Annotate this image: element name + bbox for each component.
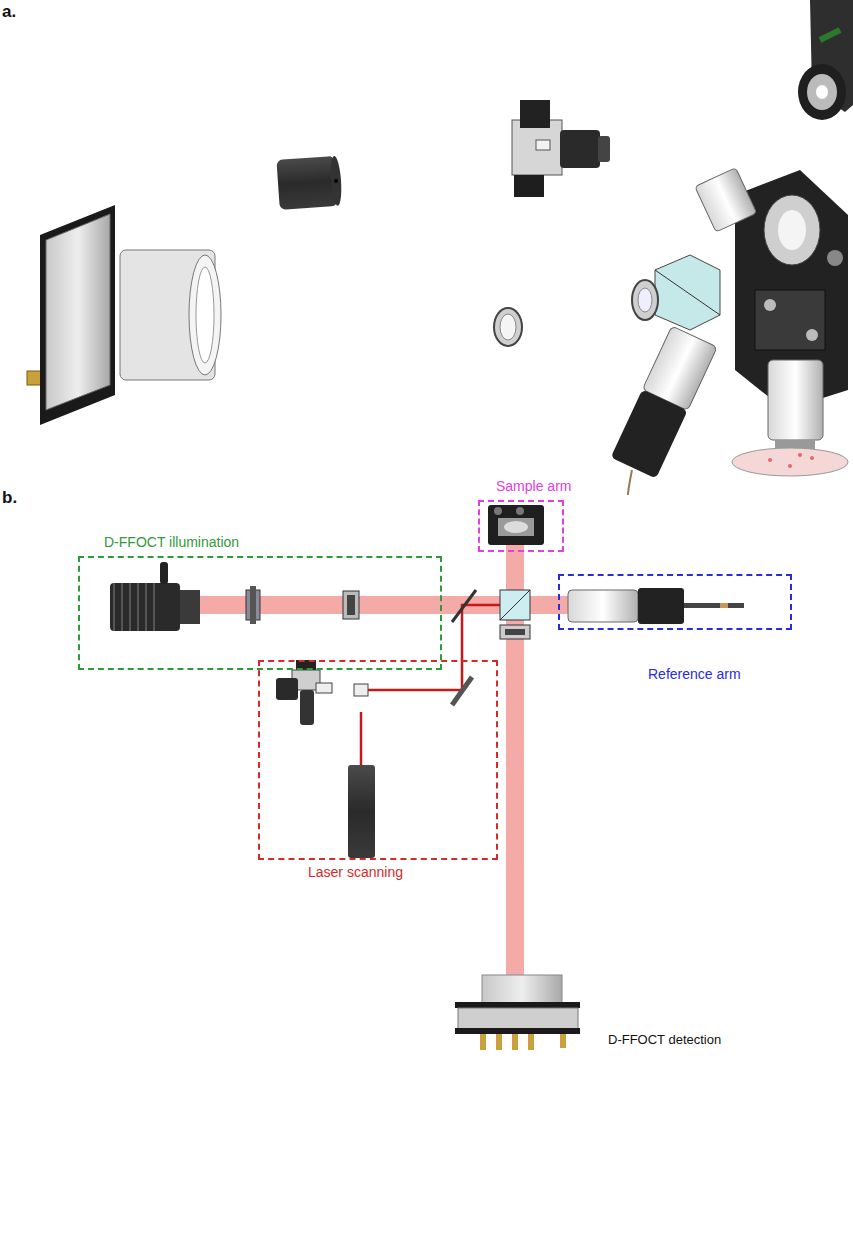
- dashed-group-box: Reference arm: [558, 574, 792, 630]
- laser-source: [348, 765, 375, 858]
- camera: [455, 975, 580, 1050]
- laser-3d: [276, 156, 342, 210]
- group-heading: Laser scanning: [308, 864, 403, 880]
- interferometer-3d: [611, 168, 848, 495]
- beam-splitter: [500, 590, 530, 620]
- laser-beam: [361, 605, 505, 765]
- led-3d: [798, 0, 853, 120]
- light-beams: [200, 540, 570, 978]
- group-heading: Sample arm: [496, 478, 571, 494]
- lens: [246, 586, 530, 639]
- galvo-scanner-3d: [512, 100, 610, 197]
- panel-letter: b.: [2, 488, 17, 508]
- group-heading: Reference arm: [648, 666, 741, 682]
- led-source: [110, 562, 200, 631]
- dashed-group-box: D-FFOCT illumination: [78, 556, 442, 670]
- dashed-group-box: Sample arm: [478, 500, 564, 552]
- dichroic-mirror: [452, 590, 476, 622]
- lens-3d: [494, 308, 522, 346]
- group-heading: D-FFOCT illumination: [104, 534, 239, 550]
- component-label: D-FFOCT detection: [608, 1032, 721, 1047]
- camera-3d: [27, 205, 221, 425]
- reference-objective: [568, 588, 744, 624]
- dashed-group-box: Laser scanning: [258, 660, 498, 860]
- fold-mirror: [452, 677, 472, 705]
- panel-letter: a.: [2, 2, 16, 22]
- sample-mount: [488, 505, 544, 545]
